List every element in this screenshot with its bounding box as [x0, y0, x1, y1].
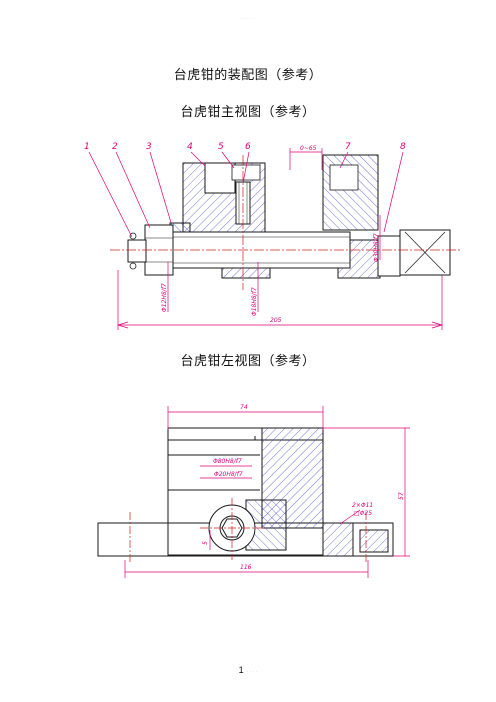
dim-jaw-opening: 0~65 [300, 145, 317, 152]
part-number-5: 5 [218, 142, 224, 152]
page-header-mark: · · · · · [241, 16, 255, 22]
page-footer-mark: · · · · [246, 669, 258, 675]
dim-height: 57 [398, 492, 405, 500]
left-dimensions [124, 406, 410, 578]
left-centerlines [129, 498, 367, 562]
part-number-3: 3 [146, 142, 152, 152]
front-jaw [322, 154, 451, 279]
front-dimensions [116, 148, 444, 330]
dim-base-width: 116 [240, 564, 252, 571]
dim-holes: 2×Φ11 [352, 502, 373, 509]
page-number: 1 [238, 665, 244, 675]
front-leaders [88, 151, 404, 238]
dim-small-height: 5 [202, 541, 209, 545]
dim-hole-fit: Φ20H8/f7 [214, 471, 243, 478]
dim-top-width: 74 [240, 404, 248, 411]
dim-overall-length: 205 [270, 317, 282, 324]
section-title-left-view: 台虎钳左视图（参考） [180, 354, 316, 369]
part-number-7: 7 [345, 142, 351, 152]
section-title-front-view: 台虎钳主视图（参考） [180, 105, 316, 120]
dim-left-fit: Φ12H8/f7 [161, 283, 168, 312]
dim-slot-fit: Φ80H8/f7 [213, 458, 242, 465]
dim-screw-fit: Φ18H8/f7 [251, 287, 258, 316]
document-title: 台虎钳的装配图（参考） [173, 68, 323, 83]
front-centerlines [110, 155, 460, 290]
part-number-1: 1 [84, 142, 90, 152]
part-number-4: 4 [187, 142, 193, 152]
part-number-2: 2 [112, 142, 118, 152]
dim-center-fit: Φ30H8/f7 [373, 233, 380, 262]
dim-counterbore: □Φ25 [354, 510, 372, 517]
part-number-6: 6 [245, 142, 251, 152]
page-footer: 1· · · · [0, 665, 496, 675]
left-hatch-region [245, 427, 389, 557]
part-number-8: 8 [400, 142, 406, 152]
